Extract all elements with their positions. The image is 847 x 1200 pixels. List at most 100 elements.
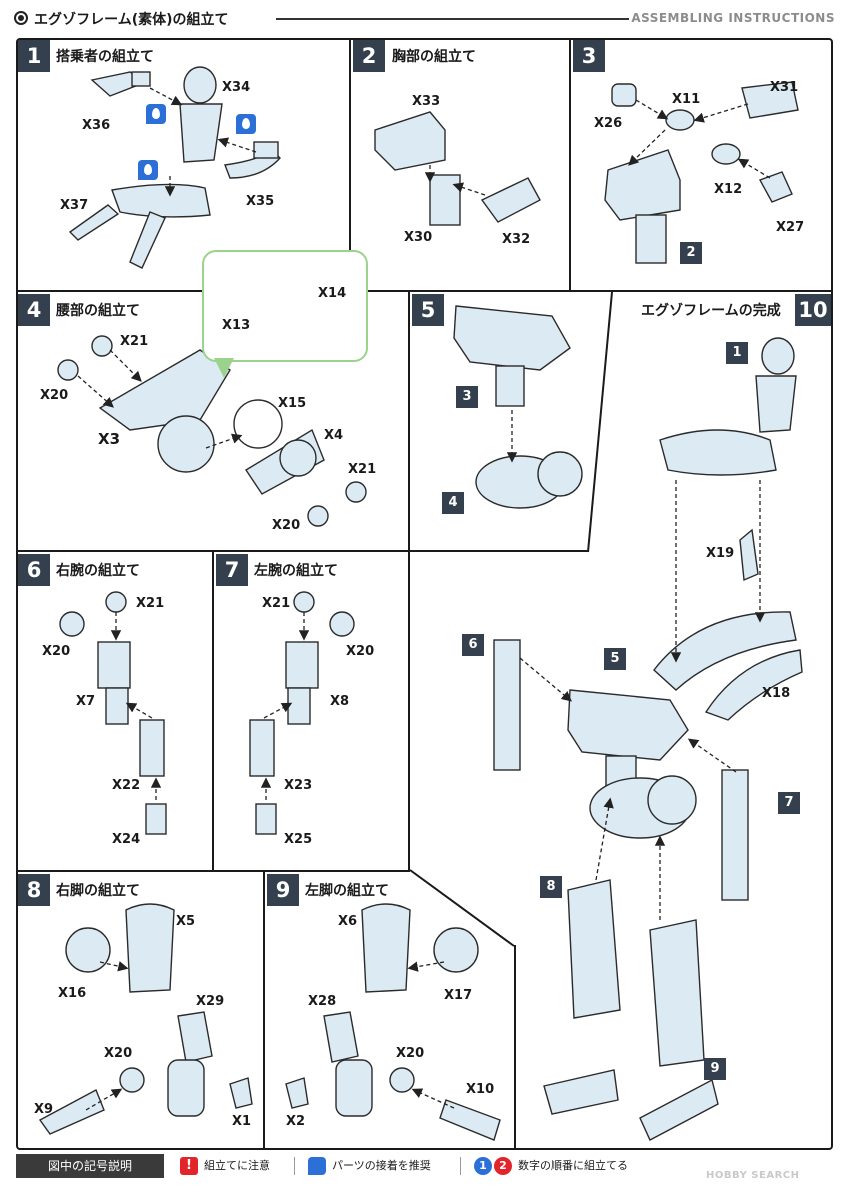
divider-s5-diagonal	[587, 291, 613, 553]
divider-s9-right	[514, 945, 516, 1150]
part-label: X10	[466, 1082, 495, 1097]
step-number-9: 9	[267, 874, 299, 906]
part-label: X20	[40, 388, 69, 403]
step-title-1: 搭乗者の組立て	[56, 49, 154, 65]
waist-parts	[57, 335, 367, 527]
part-drawings	[38, 66, 803, 1141]
legend-glue-text: パーツの接着を推奨	[332, 1159, 431, 1172]
part-label: X25	[284, 832, 313, 847]
bullet-icon	[14, 11, 28, 25]
part-label: X34	[222, 80, 251, 95]
pilot-figure	[68, 66, 281, 269]
part-label: X27	[776, 220, 805, 235]
page-title: エグゾフレーム(素体)の組立て	[34, 12, 229, 28]
part-label: X21	[262, 596, 291, 611]
step-number-8: 8	[18, 874, 50, 906]
legend-warning: ! 組立てに注意	[180, 1154, 270, 1178]
legend-separator	[294, 1157, 295, 1175]
completed-frame	[493, 337, 803, 1141]
page-header: エグゾフレーム(素体)の組立て ASSEMBLING INSTRUCTIONS	[14, 8, 839, 28]
header-rule	[276, 18, 629, 20]
step-number-7: 7	[216, 554, 248, 586]
header-english: ASSEMBLING INSTRUCTIONS	[631, 11, 835, 25]
step-title-4: 腰部の組立て	[56, 303, 140, 319]
part-label: X20	[104, 1046, 133, 1061]
divider-s5-bottom	[408, 550, 588, 552]
part-label: X16	[58, 986, 87, 1001]
part-label: X21	[120, 334, 149, 349]
divider-s1-s2	[349, 38, 351, 290]
step-number-6: 6	[18, 554, 50, 586]
part-label: X13	[222, 318, 251, 333]
part-label: X32	[502, 232, 531, 247]
part-label: X8	[330, 694, 350, 709]
legend-heading: 図中の記号説明	[16, 1154, 164, 1178]
part-label: X21	[348, 462, 377, 477]
step-badge: 6	[462, 634, 484, 656]
divider-row1	[16, 290, 833, 292]
step-badge: 4	[442, 492, 464, 514]
divider-s6-s7	[212, 550, 214, 870]
instructions-frame	[16, 38, 833, 1150]
step-badge: 3	[456, 386, 478, 408]
divider-row3	[16, 870, 410, 872]
step-title-10: エグゾフレームの完成	[641, 303, 781, 319]
divider-s8-s9	[263, 870, 265, 1150]
part-label: X9	[34, 1102, 54, 1117]
glue-icon	[138, 160, 158, 180]
step-badge: 5	[604, 648, 626, 670]
part-label: X7	[76, 694, 96, 709]
right-arm-parts	[59, 591, 167, 835]
part-label: X5	[176, 914, 196, 929]
step-title-7: 左腕の組立て	[254, 563, 338, 579]
step-badge: 7	[778, 792, 800, 814]
part-label: X14	[318, 286, 347, 301]
part-label: X20	[42, 644, 71, 659]
step-title-8: 右脚の組立て	[56, 883, 140, 899]
legend-warning-text: 組立てに注意	[204, 1159, 270, 1172]
part-label: X26	[594, 116, 623, 131]
zoom-callout-tail	[214, 358, 234, 378]
part-label: X20	[396, 1046, 425, 1061]
part-label: X3	[98, 430, 121, 448]
order-number-1-icon: 1	[474, 1157, 492, 1175]
part-label: X35	[246, 194, 275, 209]
part-label: X36	[82, 118, 111, 133]
chest-parts	[374, 111, 541, 226]
step5-parts	[453, 305, 583, 509]
step-title-6: 右腕の組立て	[56, 563, 140, 579]
warning-icon: !	[180, 1157, 198, 1175]
assembly-arrows	[77, 87, 771, 1111]
part-label: X4	[324, 428, 344, 443]
legend-order-text: 数字の順番に組立てる	[518, 1159, 628, 1172]
step-number-2: 2	[353, 40, 385, 72]
watermark: HOBBY SEARCH	[706, 1170, 800, 1181]
divider-s2-s3	[569, 38, 571, 290]
divider-s9-diagonal	[409, 869, 515, 947]
part-label: X1	[232, 1114, 252, 1129]
part-label: X20	[272, 518, 301, 533]
part-label: X30	[404, 230, 433, 245]
step-number-3: 3	[573, 40, 605, 72]
part-label: X12	[714, 182, 743, 197]
step-badge: 8	[540, 876, 562, 898]
part-label: X11	[672, 92, 701, 107]
glue-icon	[308, 1157, 326, 1175]
step-badge: 1	[726, 342, 748, 364]
step-number-1: 1	[18, 40, 50, 72]
part-label: X15	[278, 396, 307, 411]
right-leg-parts	[38, 903, 253, 1135]
part-label: X2	[286, 1114, 306, 1129]
part-label: X20	[346, 644, 375, 659]
left-leg-parts	[285, 903, 501, 1141]
part-label: X37	[60, 198, 89, 213]
step-number-4: 4	[18, 294, 50, 326]
divider-s4-s5	[408, 290, 410, 870]
part-label: X31	[770, 80, 799, 95]
part-label: X33	[412, 94, 441, 109]
step-badge: 9	[704, 1058, 726, 1080]
legend-glue: パーツの接着を推奨	[308, 1154, 431, 1178]
